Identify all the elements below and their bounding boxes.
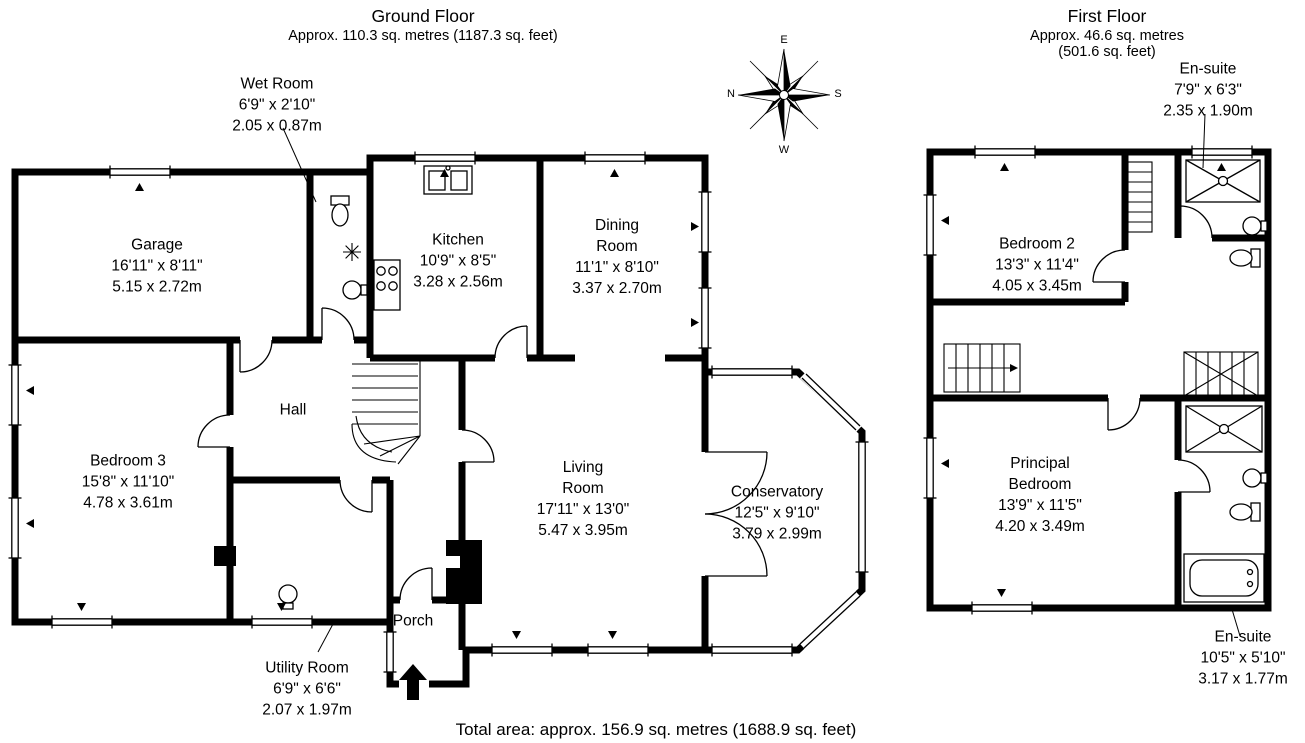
room-label-garage: Garage 16'11" x 8'11" 5.15 x 2.72m — [111, 236, 202, 299]
toilet-icon — [1229, 248, 1261, 268]
light-icon — [343, 243, 361, 261]
room-label-ensuite-top: En-suite 7'9" x 6'3" 2.35 x 1.90m — [1163, 60, 1253, 123]
conservatory-diagonal-windows — [798, 371, 863, 650]
room-name: Dining Room — [595, 217, 639, 256]
room-dimensions-metric: 4.78 x 3.61m — [83, 494, 173, 512]
room-name: Garage — [131, 236, 183, 254]
room-dimensions-imperial: 12'5" x 9'10" — [734, 504, 820, 522]
room-name: Wet Room — [240, 75, 314, 93]
room-dimensions-imperial: 6'9" x 6'6" — [273, 680, 341, 698]
room-dimensions-metric: 4.05 x 3.45m — [992, 277, 1082, 295]
hob-icon — [373, 259, 401, 311]
room-dimensions-metric: 4.20 x 3.49m — [995, 517, 1085, 535]
room-name: Porch — [392, 612, 434, 630]
room-dimensions-imperial: 11'1" x 8'10" — [575, 259, 659, 276]
first-floor-subtitle: Approx. 46.6 sq. metres (501.6 sq. feet) — [1030, 28, 1184, 60]
room-label-utility-room: Utility Room 6'9" x 6'6" 2.07 x 1.97m — [262, 659, 352, 722]
room-label-living-room: Living Room 17'11" x 13'0" 5.47 x 3.95m — [537, 458, 629, 542]
label-leader-lines — [1202, 113, 1241, 637]
first-floor-stairs — [943, 161, 1259, 397]
shower-icon — [1185, 405, 1263, 453]
basin-icon — [1242, 468, 1268, 488]
toilet-icon — [330, 195, 350, 227]
compass-north-label: N — [727, 88, 735, 100]
chimney-notch — [446, 556, 460, 568]
toilet-icon — [1229, 502, 1261, 522]
room-dimensions-imperial: 7'9" x 6'3" — [1174, 81, 1242, 99]
first-floor-walls — [926, 148, 1272, 612]
room-name: Hall — [279, 401, 307, 419]
room-label-bedroom-2: Bedroom 2 13'3" x 11'4" 4.05 x 3.45m — [992, 235, 1082, 298]
room-name: Kitchen — [432, 231, 484, 249]
room-name: En-suite — [1179, 60, 1237, 78]
room-dimensions-imperial: 10'9" x 8'5" — [419, 252, 497, 270]
room-dimensions-metric: 2.07 x 1.97m — [262, 701, 352, 719]
ground-floor-title: Ground Floor — [371, 6, 475, 26]
chimney-breast — [446, 540, 482, 604]
compass-rose-icon — [737, 48, 831, 142]
room-dimensions-metric: 3.37 x 2.70m — [572, 279, 662, 297]
room-dimensions-metric: 3.17 x 1.77m — [1198, 670, 1288, 688]
basin-icon — [342, 280, 368, 300]
room-label-dining-room: Dining Room 11'1" x 8'10" 3.37 x 2.70m — [572, 216, 662, 300]
ground-floor-windows — [7, 150, 870, 673]
room-dimensions-metric: 2.35 x 1.90m — [1163, 102, 1253, 120]
compass-west-label: W — [778, 144, 790, 156]
first-floor-plan — [922, 113, 1272, 637]
room-dimensions-metric: 3.28 x 2.56m — [413, 273, 503, 291]
room-dimensions-imperial: 10'5" x 5'10" — [1200, 649, 1286, 667]
total-area-text: Total area: approx. 156.9 sq. metres (16… — [455, 720, 857, 739]
first-floor-title: First Floor — [1067, 6, 1147, 26]
room-name: Bedroom 2 — [999, 235, 1075, 253]
room-label-hall: Hall — [280, 401, 307, 422]
ground-floor-subtitle: Approx. 110.3 sq. metres (1187.3 sq. fee… — [288, 28, 558, 44]
room-dimensions-metric: 5.15 x 2.72m — [112, 278, 202, 296]
room-dimensions-imperial: 17'11" x 13'0" — [536, 501, 630, 518]
ground-floor-plan — [7, 127, 870, 700]
bath-icon — [1183, 553, 1265, 603]
room-label-kitchen: Kitchen 10'9" x 8'5" 3.28 x 2.56m — [413, 231, 503, 294]
shower-icon — [1185, 159, 1261, 203]
room-name: Conservatory — [730, 483, 824, 501]
room-label-conservatory: Conservatory 12'5" x 9'10" 3.79 x 2.99m — [731, 483, 823, 546]
compass-east-label: E — [780, 34, 788, 46]
kitchen-sink-icon — [423, 165, 473, 195]
basin-icon — [1242, 216, 1268, 236]
first-floor-fixtures — [1183, 159, 1268, 603]
room-label-bedroom-3: Bedroom 3 15'8" x 11'10" 4.78 x 3.61m — [82, 452, 174, 515]
room-dimensions-metric: 5.47 x 3.95m — [538, 521, 628, 539]
entrance-arrow-icon — [399, 664, 429, 700]
room-name: Bedroom 3 — [90, 452, 166, 470]
label-leader-lines — [282, 127, 334, 653]
room-name: En-suite — [1214, 628, 1272, 646]
room-label-wet-room: Wet Room 6'9" x 2'10" 2.05 x 0.87m — [232, 75, 322, 138]
room-name: Utility Room — [265, 659, 349, 677]
room-name: Principal Bedroom — [1008, 455, 1072, 494]
room-dimensions-imperial: 15'8" x 11'10" — [81, 473, 175, 491]
room-dimensions-imperial: 13'9" x 11'5" — [998, 497, 1082, 514]
room-dimensions-imperial: 6'9" x 2'10" — [238, 96, 316, 114]
wall-pier — [214, 546, 236, 566]
room-label-principal-bedroom: Principal Bedroom 13'9" x 11'5" 4.20 x 3… — [995, 454, 1085, 538]
room-label-ensuite-bottom: En-suite 10'5" x 5'10" 3.17 x 1.77m — [1198, 628, 1288, 691]
room-name: Living Room — [562, 459, 604, 498]
room-dimensions-imperial: 13'3" x 11'4" — [995, 256, 1079, 274]
room-label-porch: Porch — [393, 612, 434, 633]
ground-floor-stairs — [351, 358, 421, 465]
room-dimensions-metric: 2.05 x 0.87m — [232, 117, 322, 135]
first-floor-doors — [1092, 205, 1213, 493]
airing-cupboard-steps — [1127, 161, 1153, 233]
compass-south-label: S — [834, 88, 842, 100]
room-dimensions-imperial: 16'11" x 8'11" — [111, 257, 203, 275]
ground-floor-doors — [197, 307, 768, 601]
room-dimensions-metric: 3.79 x 2.99m — [732, 525, 822, 543]
